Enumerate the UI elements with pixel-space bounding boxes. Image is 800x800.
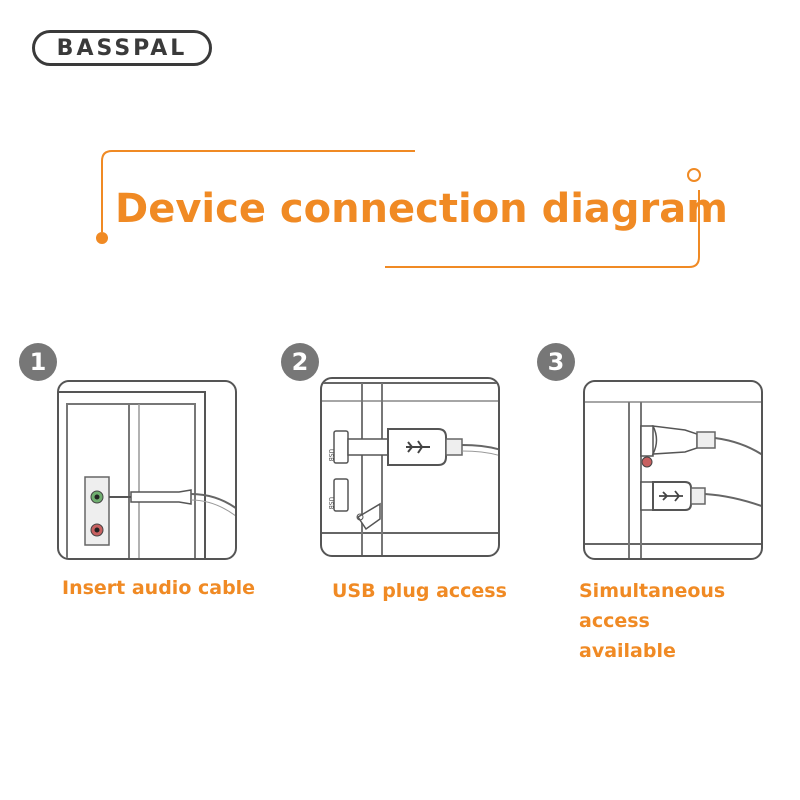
step-1-caption: Insert audio cable — [62, 577, 256, 599]
step-3-caption-line-1: Simultaneous access — [579, 580, 726, 632]
step-3-caption: Simultaneous access available — [579, 576, 800, 666]
step-3-illustration — [583, 380, 763, 560]
step-2-caption: USB plug access — [332, 580, 507, 602]
audio-jack-icon — [59, 391, 235, 558]
frame-dot-icon — [96, 232, 108, 244]
usb-port-label-2: USB — [327, 497, 334, 509]
page-title: Device connection diagram — [115, 186, 728, 232]
frame-ring-icon — [687, 168, 701, 182]
step-2-illustration: USB USB — [320, 377, 500, 557]
step-3-caption-line-2: available — [579, 640, 676, 662]
brand-logo: BASSPAL — [32, 30, 212, 66]
usb-plug-icon: USB USB — [322, 382, 498, 555]
step-number-1: 1 — [19, 343, 57, 381]
brand-logo-text: BASSPAL — [56, 35, 188, 61]
step-number-2: 2 — [281, 343, 319, 381]
audio-and-usb-icon — [585, 401, 761, 558]
step-1-illustration — [57, 380, 237, 560]
step-number-3: 3 — [537, 343, 575, 381]
usb-port-label-1: USB — [327, 449, 334, 461]
